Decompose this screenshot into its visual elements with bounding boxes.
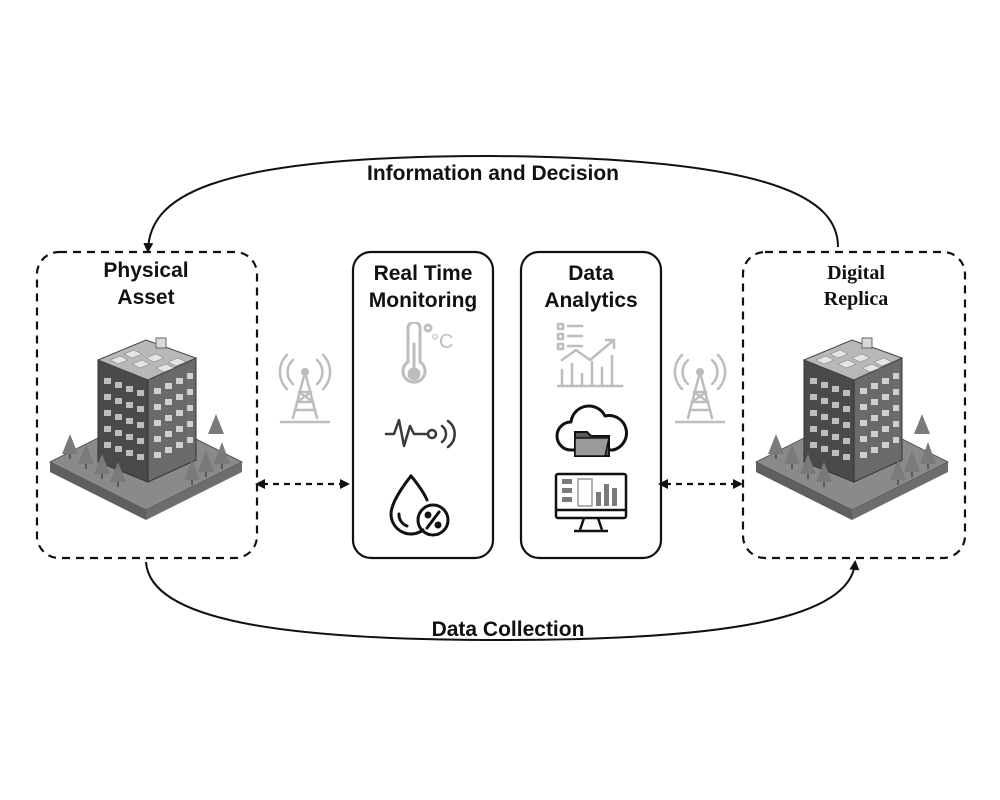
monitoring-unit-label: °C <box>431 331 453 353</box>
analytics-title-line1: Data <box>568 262 614 285</box>
physical-asset-title: Physical Asset <box>103 257 188 312</box>
data-collection-label: Data Collection <box>431 618 585 641</box>
data-collection-arrow <box>145 560 860 642</box>
digital-replica-title: Digital Replica <box>824 260 888 312</box>
monitoring-title: Real Time Monitoring <box>369 260 477 315</box>
thermometer-icon: °C <box>401 322 453 384</box>
report-chart-icon <box>556 322 624 388</box>
humidity-icon <box>389 474 450 537</box>
digital-replica-title-line2: Replica <box>823 288 889 310</box>
monitoring-box <box>351 250 495 560</box>
dashboard-monitor-icon <box>554 472 628 533</box>
building-icon <box>754 337 950 520</box>
vibration-sensor-icon <box>384 418 456 449</box>
information-decision-label: Information and Decision <box>366 162 620 185</box>
physical-asset-box <box>35 250 259 560</box>
digital-replica-title-line1: Digital <box>827 262 885 284</box>
cloud-folder-icon <box>555 404 628 457</box>
building-icon <box>48 337 244 520</box>
monitoring-title-line1: Real Time <box>373 262 473 285</box>
analytics-box <box>519 250 663 560</box>
digital-replica-box <box>741 250 967 560</box>
physical-asset-title-line1: Physical <box>103 259 189 282</box>
information-decision-arrow <box>143 154 839 253</box>
monitoring-title-line2: Monitoring <box>368 289 478 313</box>
physical-asset-title-line2: Asset <box>117 286 175 310</box>
analytics-title-line2: Analytics <box>544 289 638 313</box>
analytics-title: Data Analytics <box>544 260 637 315</box>
antenna-tower-icon <box>673 353 727 424</box>
antenna-tower-icon <box>278 353 332 424</box>
